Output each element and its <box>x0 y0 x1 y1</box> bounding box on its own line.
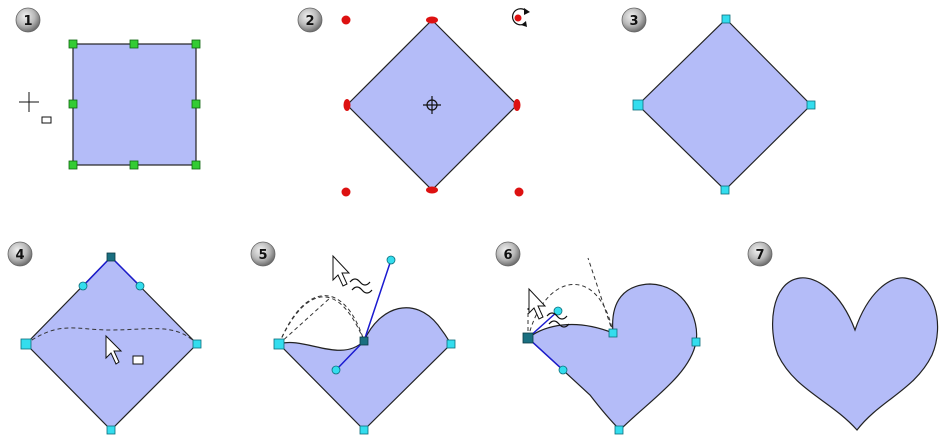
point-right[interactable] <box>446 339 456 349</box>
step-3-panel <box>632 14 816 195</box>
edit-points-step4[interactable] <box>20 252 202 435</box>
rotate-cursor-icon <box>511 8 530 27</box>
point-right[interactable] <box>806 100 816 110</box>
step-number-1: 1 <box>23 14 32 29</box>
step-7-panel <box>772 277 939 431</box>
control-point-lower[interactable] <box>558 365 568 375</box>
handle-bottom-right[interactable] <box>191 160 201 170</box>
handle-top-left[interactable] <box>68 39 78 49</box>
point-bottom[interactable] <box>614 425 624 435</box>
arrow-cursor-icon <box>105 334 144 365</box>
handle-middle-left[interactable] <box>68 99 78 109</box>
point-left[interactable] <box>20 338 32 350</box>
curve-preview-dashed <box>25 327 198 345</box>
step-badge-1: 1 <box>15 7 41 33</box>
control-point-bottom[interactable] <box>331 365 341 375</box>
rotation-pivot-icon[interactable] <box>423 96 441 114</box>
heart-shape[interactable] <box>772 277 939 431</box>
point-bottom[interactable] <box>106 425 116 435</box>
drag-cursor-icon <box>332 254 373 294</box>
crosshair-cursor-icon <box>19 92 52 124</box>
handle-top-right[interactable] <box>191 39 201 49</box>
point-right[interactable] <box>691 337 701 347</box>
step-2-panel <box>341 8 530 197</box>
point-left-selected[interactable] <box>522 332 534 344</box>
point-right[interactable] <box>192 339 202 349</box>
half-heart-shape[interactable] <box>277 307 452 431</box>
point-top[interactable] <box>721 14 731 24</box>
rotate-handle-bottom-left[interactable] <box>341 187 351 197</box>
step-5-panel <box>273 254 456 435</box>
curve-preview-dashed <box>527 284 614 339</box>
diamond-points-shape[interactable] <box>637 18 812 191</box>
control-lines <box>82 256 141 287</box>
curve-preview-dashed <box>278 296 365 345</box>
point-bottom[interactable] <box>720 185 730 195</box>
edit-points[interactable] <box>632 14 816 195</box>
edit-points-step6[interactable] <box>522 306 701 435</box>
point-left[interactable] <box>273 338 285 350</box>
resize-handles[interactable] <box>68 39 201 170</box>
control-point-right[interactable] <box>135 281 145 291</box>
step-1-panel <box>19 39 201 170</box>
point-center-selected[interactable] <box>359 336 369 346</box>
step-number-6: 6 <box>503 248 512 263</box>
skew-handle-top[interactable] <box>426 16 438 24</box>
rotate-handle-bottom-right[interactable] <box>514 187 524 197</box>
step-number-4: 4 <box>15 248 24 263</box>
handle-middle-right[interactable] <box>191 99 201 109</box>
step-number-5: 5 <box>258 248 267 263</box>
step-badge-4: 4 <box>7 241 33 267</box>
handle-guide-dashed <box>587 257 614 334</box>
step-number-3: 3 <box>629 14 638 29</box>
handle-bottom-center[interactable] <box>129 160 139 170</box>
original-edge-dashed <box>278 297 331 345</box>
step-badge-6: 6 <box>495 241 521 267</box>
point-bottom[interactable] <box>359 425 369 435</box>
step-6-panel <box>522 257 701 435</box>
handle-top-center[interactable] <box>129 39 139 49</box>
nearly-heart-shape[interactable] <box>527 283 698 431</box>
rotation-handles[interactable] <box>341 15 524 197</box>
square-shape[interactable] <box>72 43 197 166</box>
step-number-2: 2 <box>305 14 314 29</box>
point-top[interactable] <box>608 328 618 338</box>
step-badge-2: 2 <box>297 7 323 33</box>
control-point-top[interactable] <box>386 255 396 265</box>
skew-handle-left[interactable] <box>343 99 351 111</box>
control-point-left[interactable] <box>78 281 88 291</box>
step-4-panel <box>20 252 202 435</box>
step-badge-3: 3 <box>621 7 647 33</box>
point-left[interactable] <box>632 99 644 111</box>
control-lines <box>335 259 392 371</box>
curve-preview-dashed-2 <box>278 295 365 345</box>
skew-handle-bottom[interactable] <box>426 186 438 194</box>
skew-handle-right[interactable] <box>513 99 521 111</box>
handle-bottom-left[interactable] <box>68 160 78 170</box>
drag-cursor-icon <box>528 287 570 328</box>
step-number-7: 7 <box>755 248 764 263</box>
point-top-selected[interactable] <box>106 252 116 262</box>
control-point-upper[interactable] <box>553 306 563 316</box>
edit-points-step5[interactable] <box>273 255 456 435</box>
step-badge-5: 5 <box>250 241 276 267</box>
rotate-handle-top-left[interactable] <box>341 15 351 25</box>
step-badge-7: 7 <box>747 241 773 267</box>
